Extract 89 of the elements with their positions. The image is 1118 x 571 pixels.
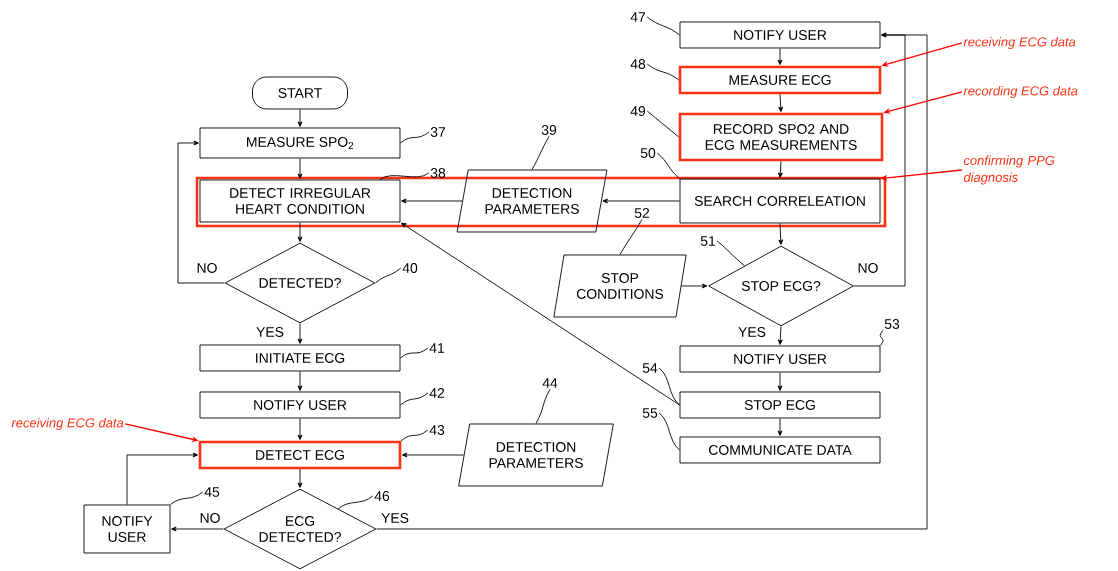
arrow <box>777 418 783 436</box>
callout-number: 38 <box>430 168 446 178</box>
arrow <box>778 93 784 112</box>
callout-number: 50 <box>640 148 656 158</box>
edge-label: NO <box>856 262 880 274</box>
process-box: NOTIFY USER <box>83 504 171 554</box>
arrow <box>777 372 783 391</box>
process-box: MEASURE SPO$_{2}$ <box>199 127 401 159</box>
start-terminal: START <box>252 76 348 110</box>
data-parallelogram: DETECTION PARAMETERS <box>456 169 608 233</box>
arrow <box>297 468 303 488</box>
callout-number: 45 <box>204 487 220 497</box>
leader-line <box>400 347 429 359</box>
arrow <box>400 222 680 406</box>
leader-line <box>879 329 884 346</box>
arrow <box>297 371 303 391</box>
arrow <box>777 160 783 178</box>
arrow <box>171 526 224 532</box>
callout-number: 41 <box>429 343 445 353</box>
edge-label: NO <box>198 512 222 524</box>
data-parallelogram: DETECTION PARAMETERS <box>458 423 614 487</box>
callout-number: 52 <box>634 208 650 218</box>
callout-number: 47 <box>630 12 646 22</box>
arrow <box>401 198 463 204</box>
callout-number: 39 <box>541 125 557 135</box>
callout-number: 53 <box>884 319 900 329</box>
arrow <box>297 418 303 440</box>
leader-line <box>716 240 745 267</box>
leader-line <box>646 63 680 81</box>
arrow <box>602 198 680 204</box>
arrow <box>297 109 303 127</box>
callout-number: 46 <box>374 491 390 501</box>
leader-line <box>656 152 680 179</box>
arrow <box>681 283 708 289</box>
arrow <box>853 32 906 287</box>
process-box: INITIATE ECG <box>199 344 401 372</box>
leader-line <box>379 172 430 180</box>
edge-label: YES <box>737 326 767 338</box>
callout-number: 44 <box>542 378 558 388</box>
annotation-text: receiving ECG data <box>11 417 124 431</box>
arrow <box>177 140 225 284</box>
leader-line <box>619 218 643 255</box>
process-box: MEASURE ECG <box>678 65 882 95</box>
callout-number: 54 <box>642 363 658 373</box>
leader-line <box>658 412 680 451</box>
process-box: NOTIFY USER <box>199 391 401 419</box>
arrow <box>376 32 928 530</box>
process-box: RECORD SPO2 AND ECG MEASUREMENTS <box>678 112 884 162</box>
callout-number: 48 <box>630 59 646 69</box>
process-box: SEARCH CORRELEATION <box>679 178 881 224</box>
edge-label: YES <box>255 326 285 338</box>
leader-line <box>646 16 680 36</box>
arrow <box>777 48 783 65</box>
leader-line <box>535 388 551 424</box>
process-box: DETECT ECG <box>198 440 402 470</box>
data-parallelogram: STOP CONDITIONS <box>553 254 687 318</box>
arrow <box>297 323 303 344</box>
callout-number: 49 <box>630 106 646 116</box>
annotation-text: receiving ECG data <box>963 36 1076 50</box>
arrow <box>297 222 303 242</box>
annotation-text: confirming PPG diagnosis <box>963 155 1055 185</box>
process-box: DETECT IRREGULAR HEART CONDITION <box>199 179 401 223</box>
leader-line <box>375 267 402 284</box>
leader-line <box>658 367 680 406</box>
leader-line <box>337 495 374 510</box>
edge-label: NO <box>195 262 219 274</box>
edge-label: YES <box>380 512 410 524</box>
leader-line <box>400 429 429 442</box>
leader-line <box>531 135 550 170</box>
arrow <box>777 326 783 345</box>
process-box: NOTIFY USER <box>679 21 881 49</box>
arrow <box>778 223 784 245</box>
callout-number: 42 <box>429 388 445 398</box>
leader-line <box>170 491 204 505</box>
arrow <box>297 158 303 179</box>
arrow <box>126 452 198 505</box>
callout-number: 55 <box>642 408 658 418</box>
callout-number: 37 <box>430 127 446 137</box>
callout-number: 40 <box>402 263 418 273</box>
leader-line <box>400 392 429 406</box>
leader-line <box>646 110 680 138</box>
annotation-text: recording ECG data <box>963 85 1078 99</box>
process-box: STOP ECG <box>679 391 881 419</box>
arrow <box>402 452 465 458</box>
callout-number: 51 <box>700 236 716 246</box>
process-box: COMMUNICATE DATA <box>679 436 881 464</box>
leader-line <box>400 131 430 144</box>
process-box: NOTIFY USER <box>679 345 881 373</box>
callout-number: 43 <box>429 425 445 435</box>
